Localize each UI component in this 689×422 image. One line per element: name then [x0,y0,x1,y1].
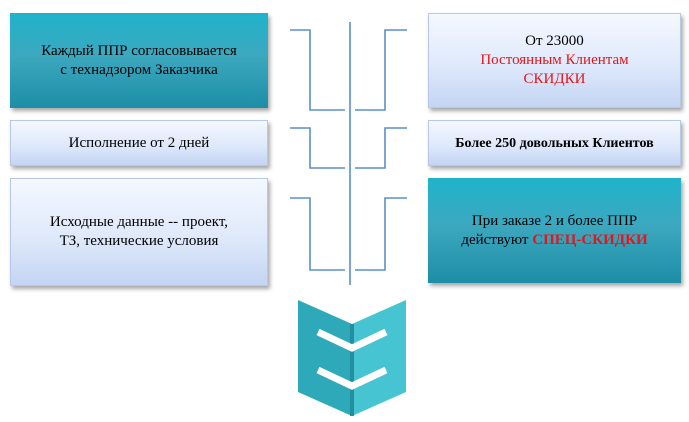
right-box-special-discount-prefix: действуют [461,231,533,248]
right-box-special-discount-line1: При заказе 2 и более ППР [471,212,638,229]
connector-right-1 [355,29,407,111]
right-box-price-line1: От 23000 [525,33,584,49]
right-box-special-discount: При заказе 2 и более ППР действуют СПЕЦ-… [428,178,681,283]
connector-right-2 [355,127,407,169]
left-box-input-data: Исходные данные -- проект, ТЗ, техническ… [10,178,268,286]
connector-left-3 [290,197,345,271]
left-box-approval-line2: с технадзором Заказчика [60,61,218,78]
left-box-approval: Каждый ППР согласовывается с технадзором… [10,13,268,108]
connector-right-3 [355,197,407,271]
right-box-price: От 23000 Постоянным Клиентам СКИДКИ [428,13,681,108]
left-box-input-data-line2: ТЗ, технические условия [59,233,219,249]
right-box-price-line3: СКИДКИ [523,71,586,87]
right-box-clients-line1: Более 250 довольных Клиентов [455,135,654,151]
right-box-special-discount-highlight: СПЕЦ-СКИДКИ [532,231,648,248]
left-box-input-data-line1: Исходные данные -- проект, [49,214,229,230]
right-box-clients: Более 250 довольных Клиентов [428,120,681,166]
left-box-duration: Исполнение от 2 дней [10,120,268,166]
left-box-approval-line1: Каждый ППР согласовывается [41,42,237,59]
right-box-special-discount-line2: действуют СПЕЦ-СКИДКИ [461,231,647,250]
connector-left-1 [290,29,345,111]
connector-left-2 [290,127,345,169]
left-box-duration-line1: Исполнение от 2 дней [68,134,210,151]
right-box-price-line2: Постоянным Клиентам [480,52,629,68]
